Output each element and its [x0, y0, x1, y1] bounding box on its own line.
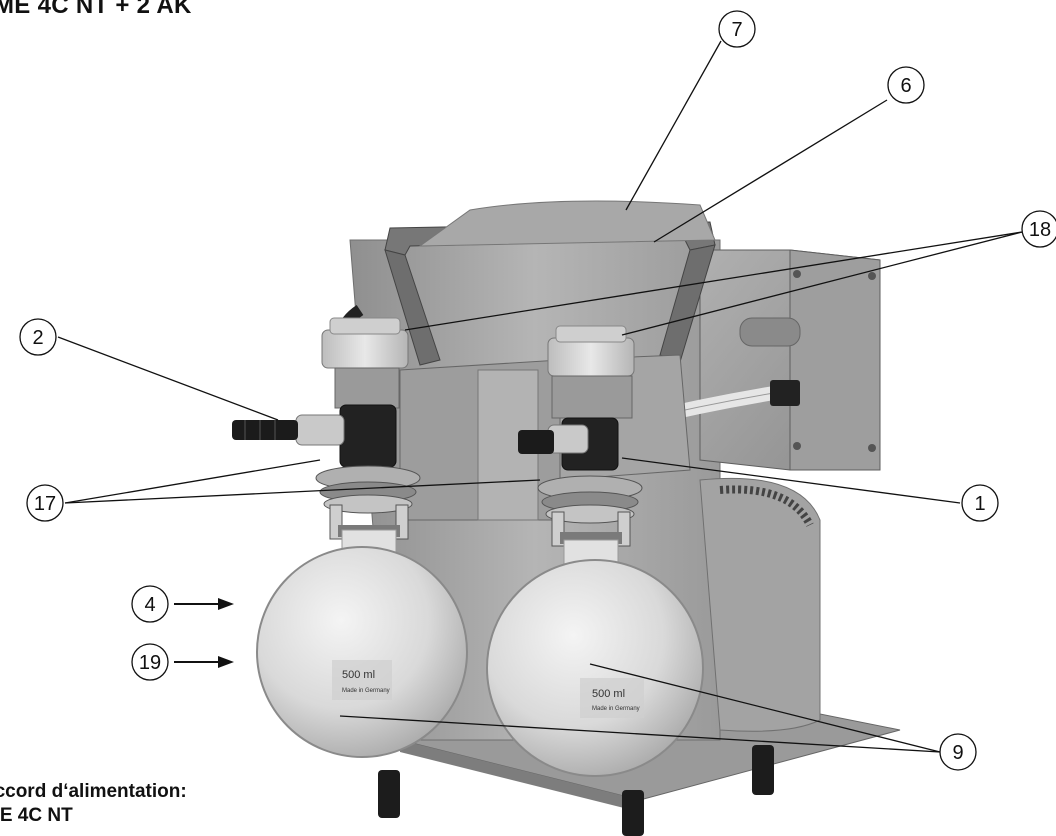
svg-text:4: 4: [144, 594, 155, 616]
svg-text:6: 6: [900, 75, 911, 97]
page-title: ME 4C NT + 2 AK: [0, 0, 192, 19]
svg-text:19: 19: [139, 652, 161, 674]
arrow-19-head: [218, 656, 234, 668]
callouts: 7 6 18 2 17 1 4 19: [19, 10, 1056, 771]
svg-text:2: 2: [32, 327, 43, 349]
leader-line-7: [625, 40, 722, 211]
leader-lines: [57, 40, 1023, 753]
callout-19: 19: [131, 643, 169, 681]
electronics-box: [699, 249, 881, 471]
carrying-handle: [384, 200, 716, 366]
leader-line-18b: [621, 231, 1023, 336]
svg-text:1: 1: [974, 493, 985, 515]
leader-line-1: [621, 457, 961, 504]
callout-4: 4: [131, 585, 169, 623]
svg-text:17: 17: [34, 493, 56, 515]
leader-line-2: [57, 336, 279, 421]
callout-6: 6: [887, 66, 925, 104]
left-flask-origin: Made in Germany: [342, 688, 390, 694]
power-connection-note: accord d‘alimentation: ME 4C NT: [0, 780, 187, 828]
leader-line-9b: [339, 715, 941, 753]
callout-1: 1: [961, 484, 999, 522]
callout-17: 17: [26, 484, 64, 522]
svg-text:18: 18: [1029, 219, 1051, 241]
pointer-arrows: [174, 598, 234, 668]
callout-7: 7: [718, 10, 756, 48]
callout-2: 2: [19, 318, 57, 356]
svg-text:9: 9: [952, 742, 963, 764]
left-flask-volume: 500 ml: [342, 669, 375, 681]
right-flask-origin: Made in Germany: [592, 706, 640, 712]
leader-line-17a: [64, 459, 321, 504]
arrow-4-head: [218, 598, 234, 610]
callout-18: 18: [1021, 210, 1056, 248]
power-connection-model: ME 4C NT: [0, 805, 73, 826]
callout-9: 9: [939, 733, 977, 771]
left-flask: 500 ml Made in Germany: [256, 529, 468, 758]
right-flask: 500 ml Made in Germany: [486, 539, 704, 777]
leader-line-6: [653, 99, 888, 243]
leader-line-17b: [64, 479, 541, 504]
leader-line-18a: [404, 231, 1023, 331]
right-flask-volume: 500 ml: [592, 688, 625, 700]
svg-text:7: 7: [731, 19, 742, 41]
leader-line-9a: [589, 663, 941, 753]
left-separator-head: [232, 317, 421, 540]
power-connection-label: accord d‘alimentation:: [0, 781, 187, 802]
